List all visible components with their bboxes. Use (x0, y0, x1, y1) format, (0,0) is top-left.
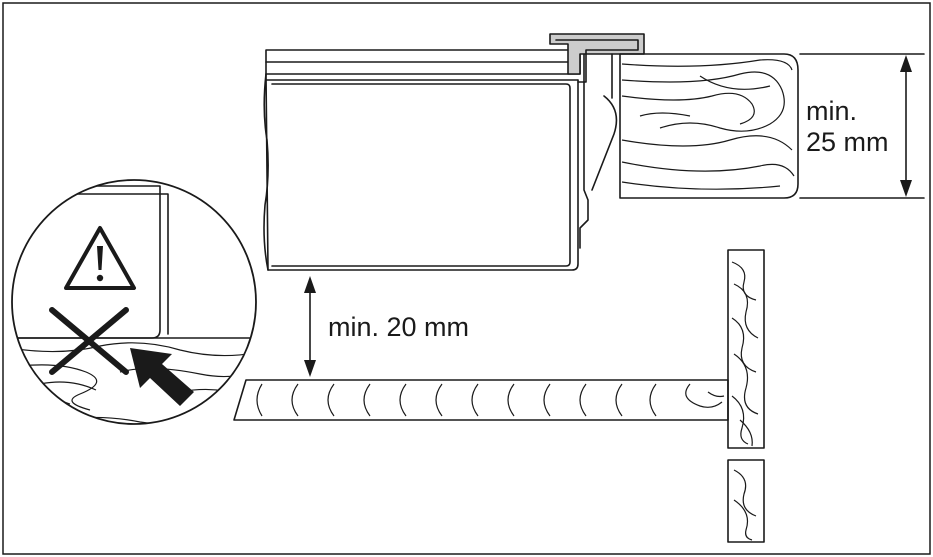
worktop (619, 53, 799, 199)
dimension-25mm (799, 53, 925, 199)
intermediate-shelf (233, 379, 729, 421)
side-panel (727, 249, 765, 543)
min-25mm-label-line2: 25 mm (806, 127, 889, 157)
min-25mm-label: min. 25 mm (806, 96, 889, 158)
clamp-spring (579, 53, 589, 249)
dimension-20mm (304, 276, 316, 377)
min-25mm-label-line1: min. (806, 96, 858, 126)
prohibited-cross-icon (49, 307, 129, 375)
frame-profile (549, 33, 645, 75)
appliance-body (263, 33, 645, 271)
min-20mm-label: min. 20 mm (328, 312, 470, 342)
pointer-arrow-icon (130, 348, 194, 406)
warning-triangle-icon (64, 226, 136, 290)
magnified-detail (11, 179, 257, 425)
